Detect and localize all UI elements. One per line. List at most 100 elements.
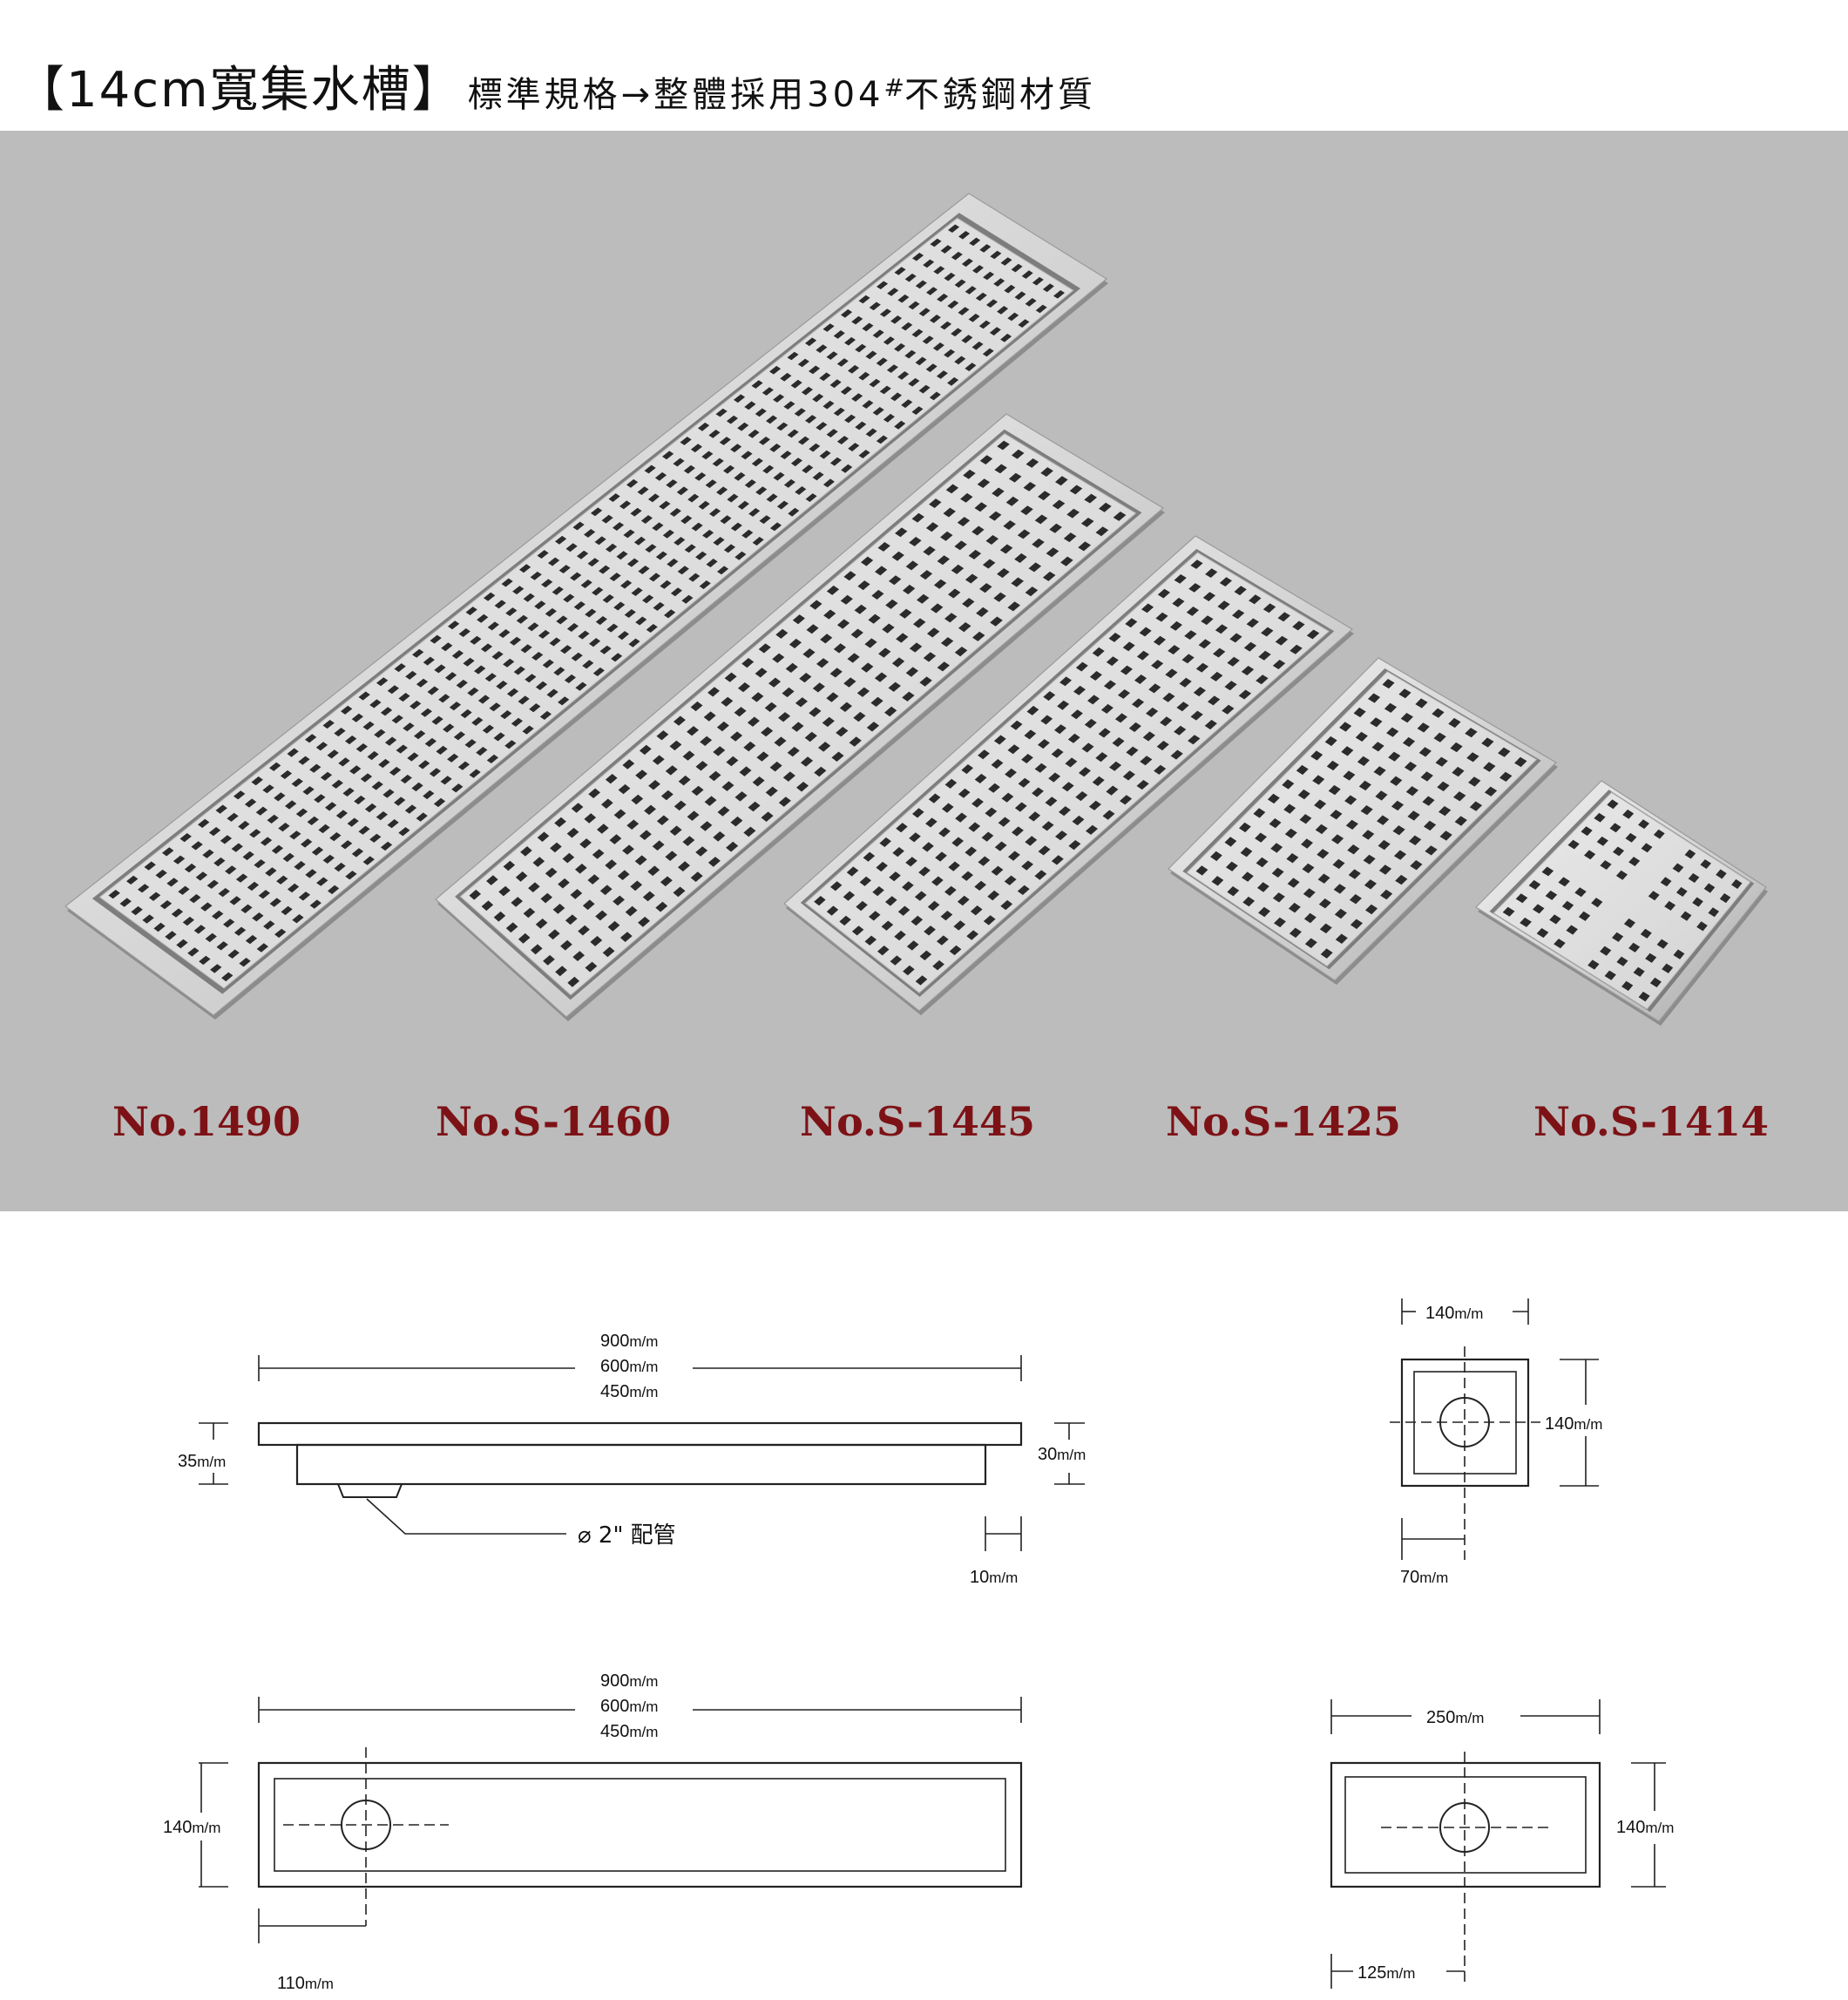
- grate-hole: [879, 308, 891, 317]
- grate-hole: [997, 306, 1009, 315]
- grate-hole: [715, 408, 728, 417]
- grate-hole: [1465, 728, 1478, 738]
- grate-hole: [942, 803, 954, 813]
- grate-hole: [1011, 577, 1024, 587]
- grate-hole: [1350, 919, 1363, 930]
- grate-hole: [1541, 866, 1554, 877]
- grate-hole: [642, 891, 655, 902]
- grate-hole: [961, 871, 973, 881]
- grate-hole: [1256, 675, 1269, 685]
- grate-hole: [937, 555, 950, 566]
- grate-hole: [977, 478, 991, 488]
- grate-hole: [987, 890, 1000, 901]
- grate-hole: [1324, 736, 1337, 747]
- grate-hole: [1328, 784, 1341, 796]
- grate-hole: [700, 736, 713, 746]
- grate-hole: [549, 637, 561, 647]
- grate-hole: [252, 912, 264, 922]
- grate-hole: [176, 939, 188, 949]
- grate-hole: [678, 775, 691, 786]
- grate-hole: [1255, 832, 1267, 843]
- grate-hole: [162, 847, 174, 857]
- grate-hole: [769, 522, 782, 532]
- grate-hole: [944, 885, 957, 896]
- grate-hole: [609, 573, 621, 581]
- grate-hole: [1415, 698, 1428, 708]
- grate-hole: [713, 537, 725, 546]
- grate-hole: [902, 691, 915, 702]
- grate-hole: [919, 570, 933, 580]
- grate-hole: [854, 604, 867, 614]
- svg-text:450m/m: 450m/m: [600, 1382, 658, 1401]
- grate-hole: [1246, 618, 1259, 628]
- grate-hole: [796, 782, 809, 792]
- grate-hole: [1242, 871, 1254, 882]
- grate-hole: [256, 943, 268, 953]
- grate-hole: [552, 586, 564, 595]
- grate-hole: [193, 925, 206, 934]
- grate-hole: [1061, 782, 1074, 792]
- grate-hole: [669, 740, 682, 751]
- grate-hole: [785, 662, 798, 673]
- grate-hole: [1716, 869, 1727, 879]
- grate-hole: [1069, 485, 1083, 495]
- grate-hole: [1290, 644, 1303, 654]
- grate-hole: [748, 801, 761, 812]
- rect-view-drawing: [1330, 1699, 1666, 1989]
- grate-hole: [994, 464, 1007, 474]
- grate-hole: [979, 583, 992, 593]
- grate-hole: [494, 600, 506, 609]
- grate-hole: [790, 379, 802, 389]
- grate-hole: [1648, 891, 1660, 901]
- grate-hole: [802, 464, 814, 474]
- grate-hole: [877, 281, 889, 289]
- grate-hole: [144, 861, 156, 871]
- grate-hole: [585, 608, 597, 618]
- grate-hole: [769, 761, 782, 772]
- grate-hole: [843, 571, 856, 581]
- grate-hole: [527, 622, 539, 632]
- grate-hole: [1092, 776, 1105, 786]
- grate-hole: [695, 846, 708, 857]
- grate-hole: [1358, 780, 1371, 791]
- grate-hole: [376, 811, 388, 821]
- grate-hole: [647, 493, 660, 503]
- grate-hole: [968, 313, 980, 322]
- grate-hole: [1343, 770, 1356, 781]
- grate-hole: [922, 336, 934, 344]
- grate-hole: [1688, 873, 1700, 883]
- grate-hole: [1079, 767, 1091, 777]
- grate-hole: [1018, 319, 1030, 328]
- grate-hole: [795, 697, 808, 708]
- grate-hole: [369, 699, 382, 708]
- grate-hole: [1621, 980, 1634, 991]
- grate-hole: [108, 890, 120, 899]
- grate-hole: [1641, 843, 1653, 853]
- grate-hole: [587, 874, 600, 885]
- grate-hole: [1382, 679, 1395, 689]
- grate-hole: [856, 900, 868, 912]
- grate-hole: [1318, 898, 1331, 909]
- grate-hole: [844, 414, 856, 424]
- grate-hole: [416, 812, 428, 822]
- grate-hole: [165, 931, 177, 940]
- grate-hole: [247, 881, 260, 892]
- grate-hole: [737, 422, 749, 431]
- grate-hole: [202, 849, 214, 858]
- grate-hole: [1063, 532, 1077, 543]
- grate-hole: [862, 322, 874, 332]
- grate-hole: [896, 633, 909, 643]
- grate-hole: [244, 798, 257, 808]
- grate-hole: [1028, 562, 1042, 573]
- grate-hole: [1448, 717, 1461, 729]
- grate-hole: [654, 471, 667, 481]
- grate-hole: [888, 681, 901, 692]
- grate-hole: [191, 841, 203, 851]
- grate-hole: [971, 525, 985, 536]
- grate-hole: [840, 594, 853, 605]
- grate-hole: [1018, 777, 1031, 788]
- grate-hole: [691, 785, 704, 797]
- grate-hole: [737, 500, 749, 510]
- grate-hole: [622, 844, 634, 855]
- grate-hole: [978, 856, 991, 866]
